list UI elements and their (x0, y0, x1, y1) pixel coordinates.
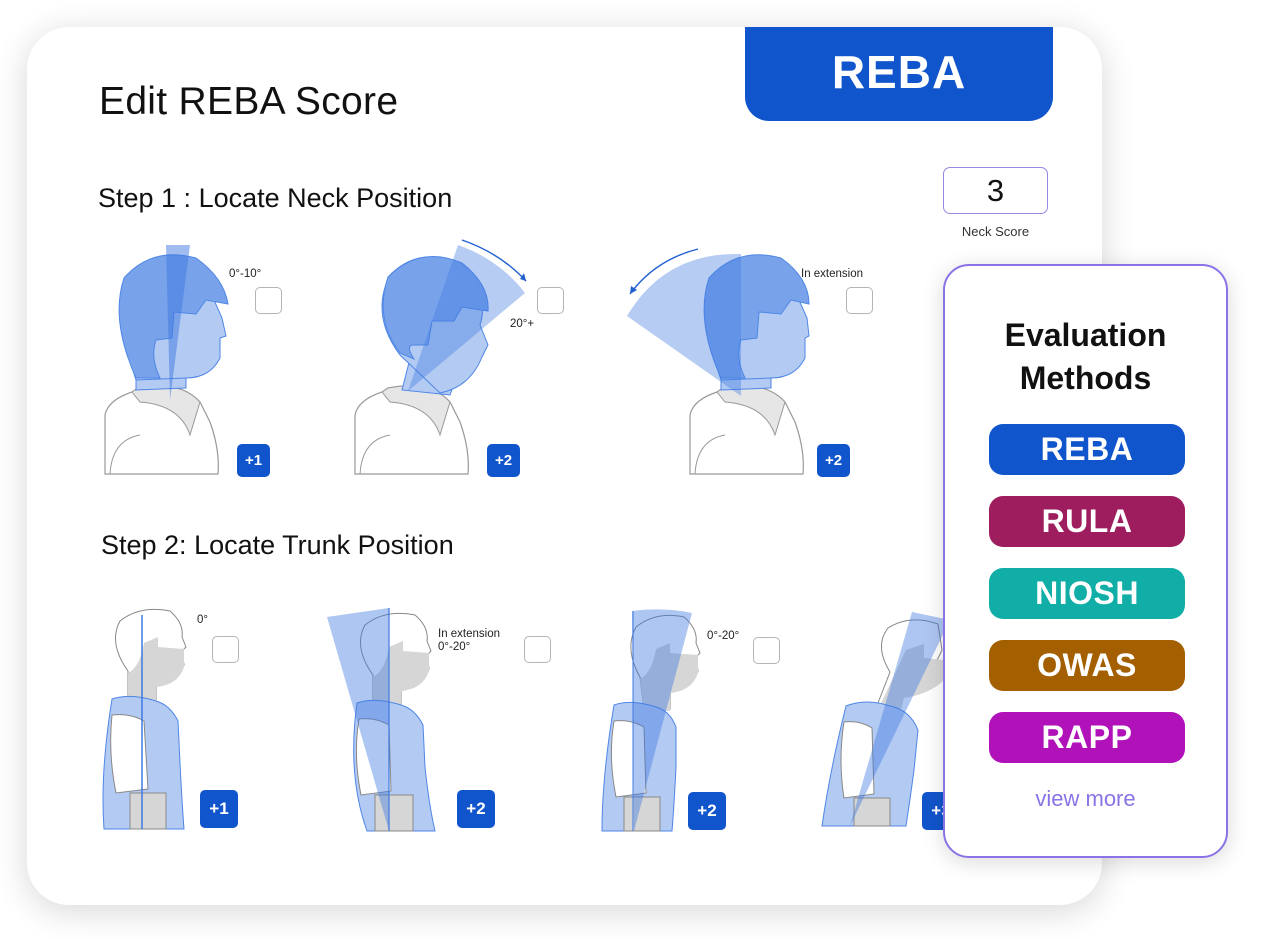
neck-score-label: Neck Score (961, 224, 1030, 239)
trunk-option-3-badge: +2 (688, 792, 726, 830)
trunk-option-2-checkbox[interactable] (524, 636, 551, 663)
trunk-option-2-label-line2: 0°-20° (438, 641, 471, 653)
evaluation-methods-panel: Evaluation Methods REBA RULA NIOSH OWAS … (943, 264, 1228, 858)
neck-option-1-checkbox[interactable] (255, 287, 282, 314)
trunk-option-3-label: 0°-20° (707, 630, 740, 642)
neck-score-value[interactable]: 3 (943, 167, 1048, 214)
trunk-option-1-checkbox[interactable] (212, 636, 239, 663)
neck-option-3-badge: +2 (817, 444, 850, 477)
trunk-extension-figure (327, 608, 436, 832)
trunk-option-1-badge: +1 (200, 790, 238, 828)
trunk-option-1-label: 0° (197, 614, 208, 626)
neck-upright-figure (104, 245, 229, 475)
neck-option-3-label: In extension (801, 268, 864, 280)
method-tag: REBA (745, 27, 1053, 121)
page-title: Edit REBA Score (99, 80, 399, 123)
neck-extension-figure (627, 248, 810, 475)
step-2-title: Step 2: Locate Trunk Position (101, 530, 454, 560)
neck-option-1-badge: +1 (237, 444, 270, 477)
neck-option-2-label: 20°+ (510, 318, 535, 330)
trunk-option-2-label-line1: In extension (438, 628, 501, 640)
evaluation-title-line-2: Methods (1019, 360, 1152, 396)
trunk-option-3-checkbox[interactable] (753, 637, 780, 664)
evaluation-methods-title: Evaluation Methods (945, 314, 1226, 400)
step-1-title: Step 1 : Locate Neck Position (98, 183, 453, 213)
neck-option-2-badge: +2 (487, 444, 520, 477)
method-button-reba[interactable]: REBA (989, 424, 1185, 475)
method-button-rula[interactable]: RULA (989, 496, 1185, 547)
evaluation-title-line-1: Evaluation (1004, 317, 1167, 353)
method-button-rapp[interactable]: RAPP (989, 712, 1185, 763)
view-more-link[interactable]: view more (1035, 786, 1136, 811)
neck-option-3-checkbox[interactable] (846, 287, 873, 314)
neck-flexion-figure (354, 239, 527, 475)
trunk-severe-flexion-figure (821, 612, 950, 827)
method-button-niosh[interactable]: NIOSH (989, 568, 1185, 619)
trunk-upright-figure (102, 608, 187, 830)
method-button-owas[interactable]: OWAS (989, 640, 1185, 691)
trunk-option-2-badge: +2 (457, 790, 495, 828)
neck-option-1-label: 0°-10° (229, 268, 262, 280)
trunk-flexion-figure (601, 609, 701, 832)
neck-option-2-checkbox[interactable] (537, 287, 564, 314)
